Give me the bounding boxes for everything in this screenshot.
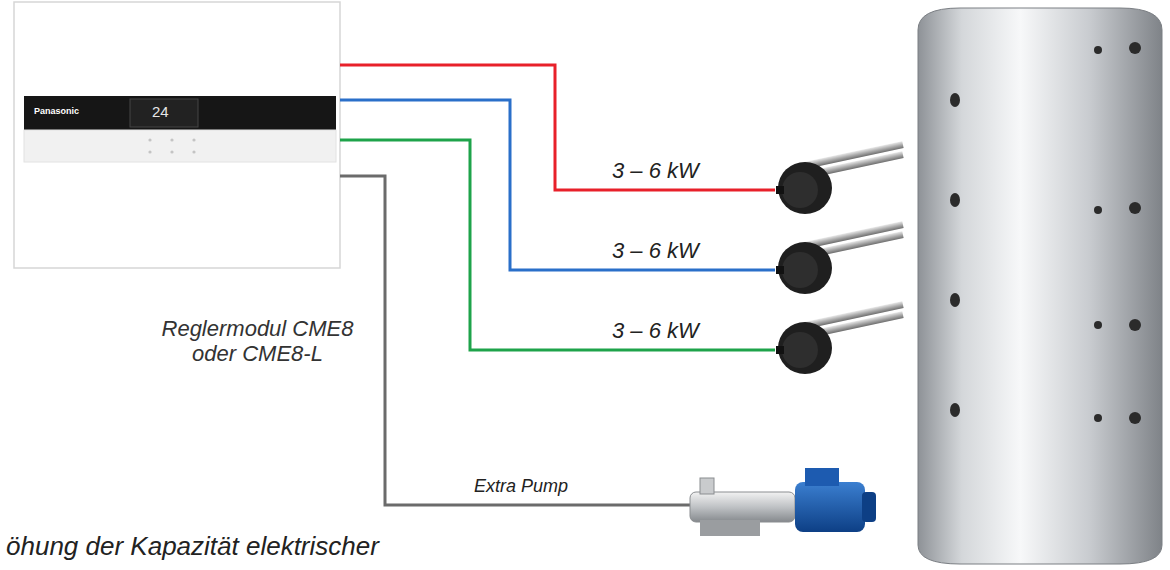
power-rating: 3 – 6 kW	[612, 158, 699, 183]
pump-label: Extra Pump	[474, 476, 568, 497]
heating-element	[776, 141, 904, 214]
wires	[340, 65, 775, 505]
controller-housing	[14, 2, 340, 268]
green-wire	[340, 140, 775, 350]
keypad-buttons	[148, 138, 195, 153]
red-wire	[340, 65, 775, 190]
pump	[690, 468, 876, 536]
controller-module	[14, 2, 340, 268]
power-rating: 3 – 6 kW	[612, 238, 699, 263]
power-rating: 3 – 6 kW	[612, 318, 699, 343]
heating-element	[776, 301, 904, 374]
heating-element	[776, 221, 904, 294]
buffer-tank	[918, 8, 1162, 564]
module-label: Reglermodul CME8 oder CME8-L	[150, 316, 365, 367]
brand-name: Panasonic	[34, 106, 79, 116]
tank-fittings	[950, 42, 1141, 424]
display-value: 24	[152, 103, 169, 120]
heating-elements	[776, 141, 904, 374]
tank-body	[918, 8, 1162, 564]
controller-panel	[24, 96, 336, 130]
blue-wire	[340, 100, 775, 270]
controller-keypad	[24, 130, 336, 162]
controller-display	[130, 99, 198, 127]
caption: öhung der Kapazität elektrischer	[6, 532, 379, 562]
